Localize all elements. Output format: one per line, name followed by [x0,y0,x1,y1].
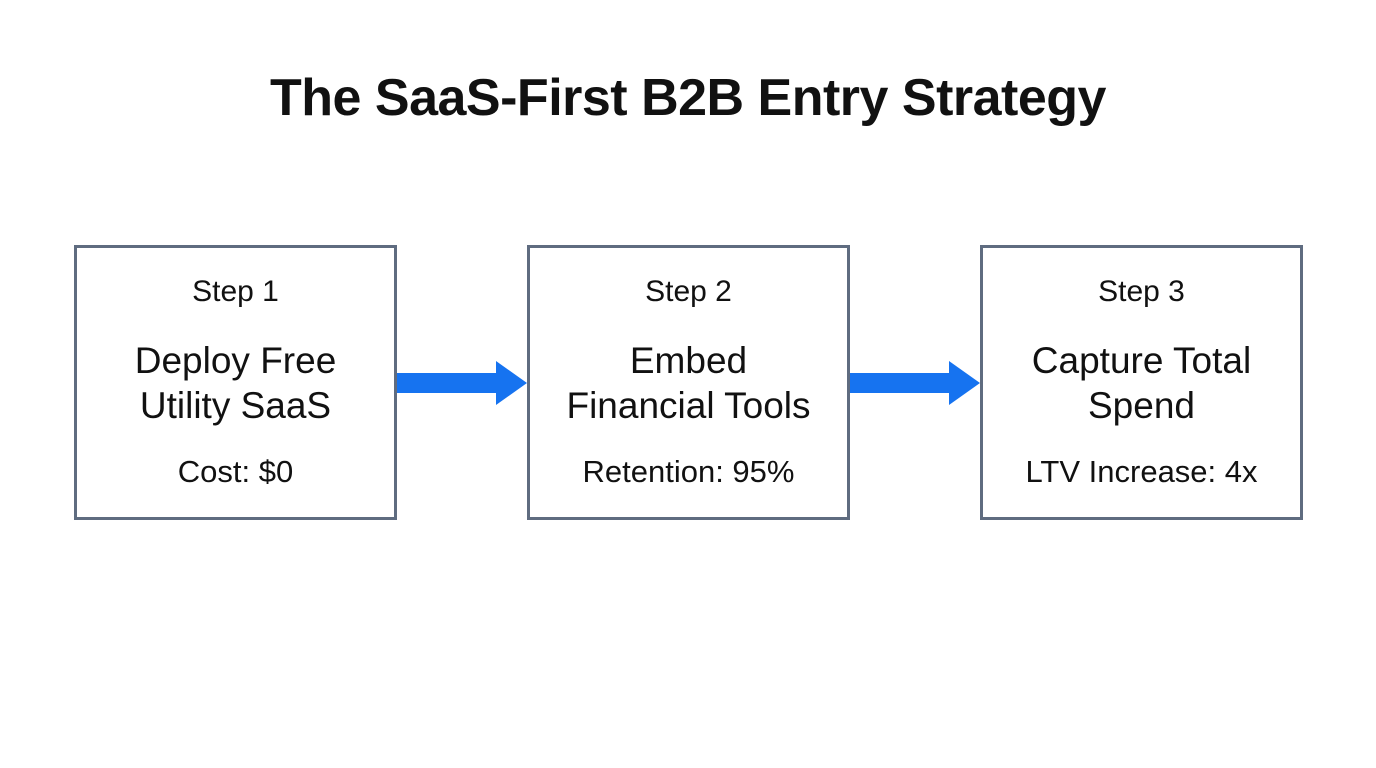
process-flow: Step 1 Deploy Free Utility SaaS Cost: $0… [74,245,1303,520]
step-metric: LTV Increase: 4x [1025,454,1258,489]
diagram-title: The SaaS-First B2B Entry Strategy [270,69,1106,127]
step-title: Embed Financial Tools [566,340,811,426]
step-box-2: Step 2 Embed Financial Tools Retention: … [527,245,850,520]
step-label: Step 1 [192,275,279,308]
step-title: Deploy Free Utility SaaS [134,340,337,426]
step-title: Capture Total Spend [1031,340,1252,426]
step-box-1: Step 1 Deploy Free Utility SaaS Cost: $0 [74,245,397,520]
flow-arrow-icon [397,359,527,407]
step-metric: Retention: 95% [582,454,795,489]
step-label: Step 2 [645,275,732,308]
flow-arrow-icon [850,359,980,407]
step-box-3: Step 3 Capture Total Spend LTV Increase:… [980,245,1303,520]
step-label: Step 3 [1098,275,1185,308]
step-metric: Cost: $0 [177,454,294,489]
